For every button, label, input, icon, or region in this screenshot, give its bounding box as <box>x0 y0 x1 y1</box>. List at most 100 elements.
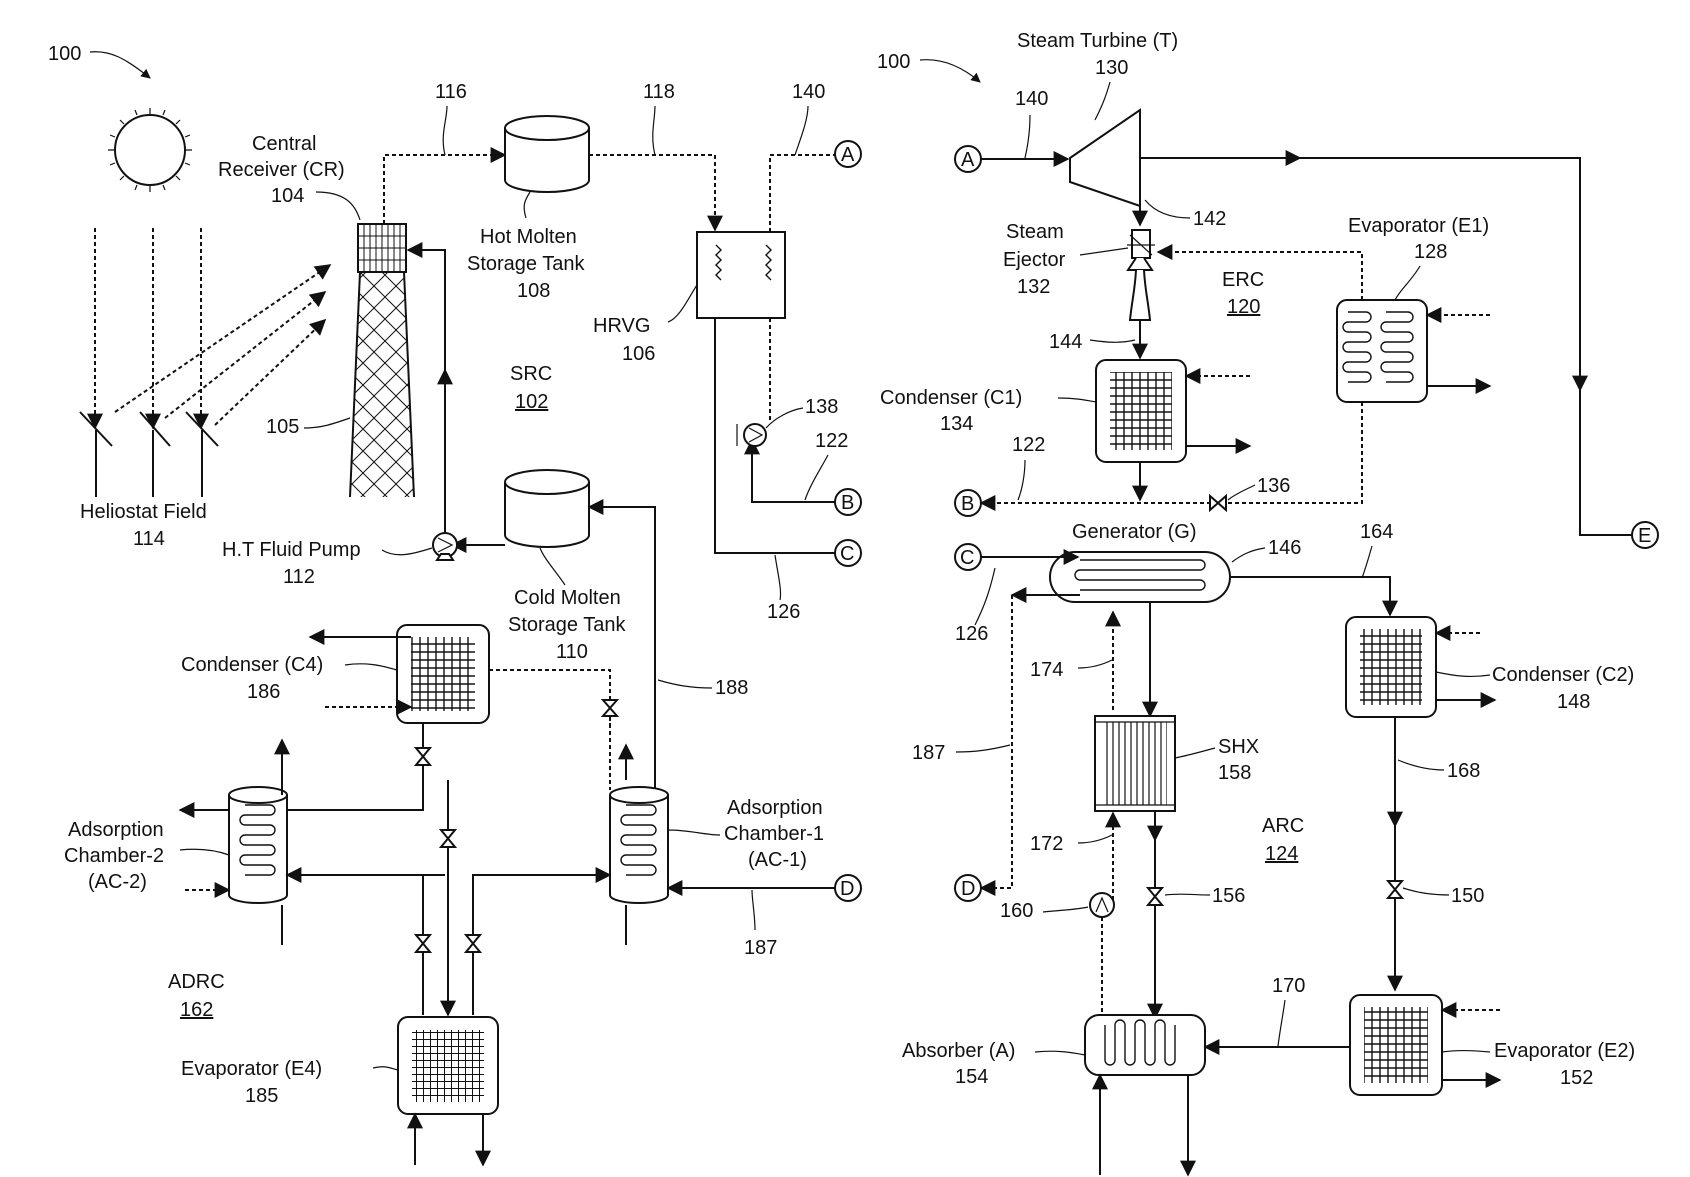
condenser-c2-number: 148 <box>1557 691 1590 713</box>
line-168-label: 168 <box>1447 760 1480 782</box>
expansion-valve-136-icon <box>1210 496 1226 510</box>
adsorption-chamber-2-icon <box>229 787 287 903</box>
heliostat-mirror-icons <box>80 412 218 497</box>
ejector-line1: Steam <box>1006 221 1064 243</box>
evaporator-e4-number: 185 <box>245 1085 278 1107</box>
connector-b-right-label: B <box>961 493 974 515</box>
connector-a-left-label: A <box>841 144 855 166</box>
central-receiver-subtitle: Receiver (CR) <box>218 159 345 181</box>
shx-number: 158 <box>1218 762 1251 784</box>
cr-leader <box>316 192 360 220</box>
line-126-label: 126 <box>767 601 800 623</box>
hot-tank-line2: Storage Tank <box>467 253 585 275</box>
connector-a-right-label: A <box>961 149 975 171</box>
line-187-left-label: 187 <box>744 937 777 959</box>
evaporator-e1-number: 128 <box>1414 241 1447 263</box>
valve-136-label: 136 <box>1257 475 1290 497</box>
ac2-line1: Adsorption <box>68 819 164 841</box>
ejector-number: 132 <box>1017 276 1050 298</box>
condenser-c4-number: 186 <box>247 681 280 703</box>
pump-138-label: 138 <box>805 396 838 418</box>
erc-number: 120 <box>1227 296 1260 318</box>
line-188-label: 188 <box>715 677 748 699</box>
evaporator-e4-label: Evaporator (E4) <box>181 1058 322 1080</box>
solution-pump-160-icon <box>1090 893 1114 917</box>
tower-leader <box>304 418 350 428</box>
line-116-label: 116 <box>435 81 467 103</box>
absorber-number: 154 <box>955 1066 988 1088</box>
ac1-line1: Adsorption <box>727 797 823 819</box>
valve-icon <box>603 700 617 716</box>
generator-number: 146 <box>1268 537 1301 559</box>
left-figure: 100 Heliostat Field 114 Central <box>48 43 861 1165</box>
sun-icon <box>108 108 192 192</box>
line-187-right-label: 187 <box>912 742 945 764</box>
line-126-right-label: 126 <box>955 623 988 645</box>
adrc-number: 162 <box>180 999 213 1021</box>
line-144-label: 144 <box>1049 331 1082 353</box>
condenser-c4-label: Condenser (C4) <box>181 654 323 676</box>
line-164 <box>1230 577 1390 615</box>
turbine-number: 130 <box>1095 57 1128 79</box>
cold-tank-icon <box>505 470 589 547</box>
pump-138-icon <box>737 424 766 446</box>
ac1-line3: (AC-1) <box>748 849 807 871</box>
pump-160-label: 160 <box>1000 900 1033 922</box>
hot-tank-line1: Hot Molten <box>480 226 577 248</box>
right-figure-ref: 100 <box>877 51 910 73</box>
connector-d-left-label: D <box>840 878 854 900</box>
absorber-icon <box>1085 1015 1205 1075</box>
line-164-label: 164 <box>1360 521 1393 543</box>
valve-156-label: 156 <box>1212 885 1245 907</box>
hrvg-label: HRVG <box>593 315 650 337</box>
heliostat-label: Heliostat Field <box>80 501 207 523</box>
pump-label: H.T Fluid Pump <box>222 539 361 561</box>
shx-label: SHX <box>1218 736 1259 758</box>
evaporator-e2-number: 152 <box>1560 1067 1593 1089</box>
line-122-right-label: 122 <box>1012 434 1045 456</box>
erc-label: ERC <box>1222 269 1264 291</box>
left-figure-ref: 100 <box>48 43 81 65</box>
arc-number: 124 <box>1265 843 1298 865</box>
pump-number: 112 <box>283 566 315 588</box>
condenser-c1-label: Condenser (C1) <box>880 387 1022 409</box>
line-118 <box>589 155 715 230</box>
ref-arrow <box>90 52 150 78</box>
line-140 <box>770 155 835 232</box>
steam-ejector-icon <box>1127 230 1155 320</box>
connector-c-right-label: C <box>960 547 974 569</box>
ht-fluid-pump-icon <box>433 533 457 560</box>
src-label: SRC <box>510 363 552 385</box>
evaporator-e1-label: Evaporator (E1) <box>1348 215 1489 237</box>
hot-tank-icon <box>505 116 589 192</box>
valve-icon <box>441 830 455 847</box>
condenser-c1-number: 134 <box>940 413 973 435</box>
tower-number: 105 <box>266 416 299 438</box>
line-174-label: 174 <box>1030 659 1063 681</box>
heliostat-number: 114 <box>133 528 165 550</box>
cold-tank-number: 110 <box>556 641 588 663</box>
central-receiver-number: 104 <box>271 185 304 207</box>
line-172-label: 172 <box>1030 833 1063 855</box>
valve-icon <box>466 935 480 952</box>
pump-to-receiver <box>408 250 445 370</box>
line-118-label: 118 <box>643 81 675 103</box>
condenser-c2-label: Condenser (C2) <box>1492 664 1634 686</box>
heliostat-rays <box>95 228 330 428</box>
ac2-line2: Chamber-2 <box>64 845 164 867</box>
evaporator-e2-label: Evaporator (E2) <box>1494 1040 1635 1062</box>
hrvg-icon <box>697 232 785 318</box>
central-receiver-title: Central <box>252 133 316 155</box>
valve-icon <box>416 935 430 952</box>
absorber-label: Absorber (A) <box>902 1040 1015 1062</box>
valve-150-label: 150 <box>1451 885 1484 907</box>
expansion-valve-156-icon <box>1148 888 1162 905</box>
turbine-label: Steam Turbine (T) <box>1017 30 1178 52</box>
connector-d-right-label: D <box>961 878 975 900</box>
adrc-label: ADRC <box>168 971 225 993</box>
connector-b-left-label: B <box>841 492 854 514</box>
connector-c-left-label: C <box>840 543 854 565</box>
line-188 <box>589 507 655 790</box>
cold-tank-line1: Cold Molten <box>514 587 621 609</box>
adsorption-chamber-1-icon <box>610 787 668 903</box>
